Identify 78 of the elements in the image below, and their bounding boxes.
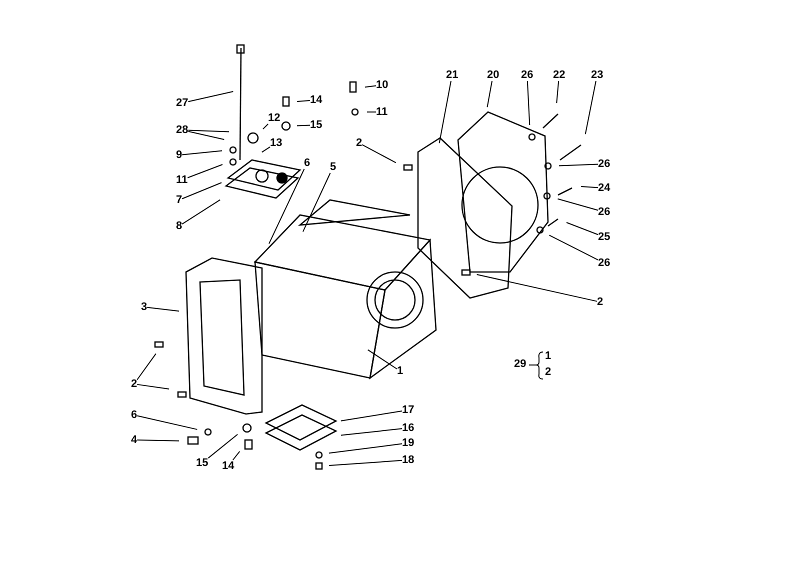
leader-line [476, 274, 598, 302]
callout-number: 11 [376, 106, 388, 118]
leader-line [340, 410, 402, 422]
callout-number: 17 [402, 404, 414, 416]
leader-line [526, 80, 530, 126]
callout-number: 6 [131, 409, 138, 421]
callout-number: 15 [310, 119, 322, 131]
callout-number: 25 [598, 231, 610, 243]
callout-number: 10 [376, 79, 388, 91]
callout-number: 23 [591, 69, 604, 81]
callout-number: 26 [598, 206, 610, 218]
callout-number: 11 [176, 174, 188, 186]
leader-line [486, 80, 493, 108]
callout-number: 16 [402, 422, 414, 434]
callout-number: 6 [304, 157, 310, 169]
leader-line [146, 306, 180, 312]
leader-line [182, 199, 221, 225]
leader-line [188, 91, 234, 102]
leader-line [296, 124, 310, 126]
callout-number: 26 [521, 69, 534, 81]
callout-number: 7 [176, 194, 182, 206]
callout-number: 18 [402, 454, 414, 466]
leader-line [136, 415, 198, 430]
leader-line [302, 172, 331, 232]
leader-line [182, 150, 223, 156]
leader-line [340, 428, 402, 436]
leader-line [556, 80, 560, 104]
callout-number: 12 [268, 112, 280, 124]
leader-line [328, 443, 402, 454]
leader-line [438, 80, 452, 144]
leader-line [187, 164, 223, 178]
callout-number: 2 [131, 378, 138, 390]
callout-number: 22 [553, 69, 566, 81]
leader-line [136, 440, 180, 442]
callout-number: 29 [514, 358, 526, 370]
leader-line [261, 146, 270, 153]
callout-number: 13 [270, 137, 282, 149]
leader-line [136, 353, 156, 380]
callout-number: 2 [597, 296, 604, 308]
callout-number: 20 [487, 69, 500, 81]
leader-line [580, 186, 598, 188]
leader-line [367, 349, 398, 370]
callout-number: 14 [222, 460, 234, 472]
callout-number: 27 [176, 97, 188, 109]
callout-number: 26 [598, 257, 610, 269]
leader-line [262, 124, 269, 130]
leader-line [182, 182, 222, 200]
callout-number: 24 [598, 182, 610, 194]
callout-number: 1 [397, 365, 404, 377]
leader-line [208, 434, 238, 459]
leader-line [232, 450, 240, 460]
callout-number: 28 [176, 124, 188, 136]
callout-number: 21 [446, 69, 458, 81]
leader-line [364, 85, 376, 88]
leader-line [188, 130, 225, 140]
leader-line [328, 460, 402, 466]
leader-line [558, 164, 598, 166]
callout-number: 9 [176, 149, 182, 161]
callout-number: 4 [131, 434, 138, 446]
leader-line [136, 384, 170, 390]
callout-number: 3 [141, 301, 148, 313]
leader-line [566, 222, 598, 236]
callout-number: 26 [598, 158, 610, 170]
leader-line [268, 168, 305, 244]
callout-number: 8 [176, 220, 182, 232]
callout-number: 1 [545, 350, 552, 362]
callout-number: 14 [310, 94, 322, 106]
callout-number: 15 [196, 457, 208, 469]
leader-line [584, 80, 596, 135]
leader-line [188, 130, 230, 132]
callout-number: 2 [545, 366, 552, 378]
leader-line [548, 234, 598, 260]
callout-number: 2 [356, 137, 362, 149]
leader-line [296, 100, 310, 102]
leader-line [362, 144, 396, 164]
callout-number: 5 [330, 161, 336, 173]
callout-number: 19 [402, 437, 414, 449]
leader-line [557, 198, 598, 211]
